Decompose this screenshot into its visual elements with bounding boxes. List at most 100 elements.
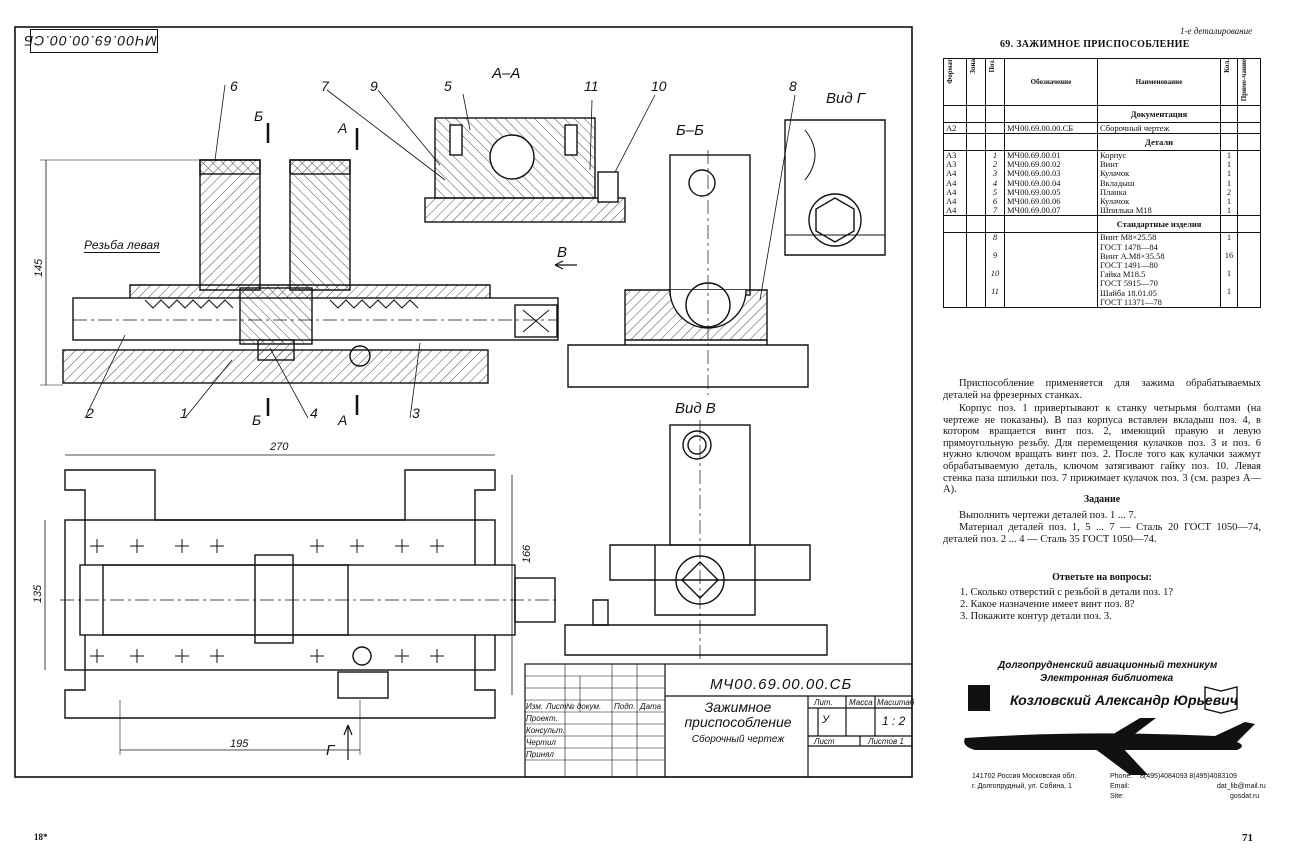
library-phone-label: Phone: (1110, 773, 1133, 780)
callout-6: 6 (230, 78, 238, 94)
view-label-g: Вид Г (826, 90, 865, 107)
section-label-a-a: А–А (492, 65, 521, 82)
arrow-label-v: В (557, 244, 568, 261)
tb-lit-value: У (822, 714, 830, 726)
spec-h-name: Наименование (1097, 58, 1221, 106)
table-row: А2 МЧ00.69.00.00.СБ Сборочный чертеж (943, 122, 1261, 134)
question-3: 3. Покажите контур детали поз. 3. (960, 611, 1112, 622)
library-address-2: г. Долгопрудный, ул. Собина, 1 (972, 783, 1072, 790)
note-thread-left: Резьба левая (84, 238, 160, 253)
cut-mark-a-bottom: А (338, 412, 348, 428)
tb-scale-value: 1 : 2 (882, 714, 906, 728)
tb-col-scale: Масштаб (877, 698, 915, 707)
section-b-b (567, 150, 809, 395)
description-p2: Корпус поз. 1 привертывают к станку четы… (943, 403, 1261, 496)
callout-9: 9 (370, 78, 378, 94)
tb-label-list: Лист (546, 702, 567, 711)
callout-1: 1 (180, 405, 188, 421)
tb-label-date: Дата (640, 702, 662, 711)
tb-sheet: Лист (814, 737, 835, 746)
section-label-b-b: Б–Б (676, 122, 704, 139)
dimension-270: 270 (270, 441, 289, 453)
tb-label-sign: Подп. (614, 702, 636, 711)
spec-h-qty: Кол. (1223, 59, 1231, 73)
title-block-name: Зажимное приспособление (684, 699, 792, 730)
view-v (564, 420, 828, 660)
title-block-subtitle: Сборочный чертеж (691, 734, 785, 745)
task-line-1: Выполнить чертежи деталей поз. 1 ... 7. (959, 510, 1137, 521)
cut-mark-a-top: А (338, 120, 348, 136)
question-1: 1. Сколько отверстий с резьбой в детали … (960, 587, 1174, 598)
tb-role-drew: Чертил (526, 738, 556, 747)
questions-title: Ответьте на вопросы: (1052, 572, 1152, 583)
question-2: 2. Какое назначение имеет винт поз. 8? (960, 599, 1135, 610)
doc-name: Сборочный чертеж (1097, 122, 1221, 134)
title-block-lines (524, 663, 913, 778)
library-site-label: Site: (1110, 793, 1125, 800)
callout-11: 11 (584, 78, 599, 94)
doc-format: А2 (943, 122, 967, 134)
library-email: dat_lib@mail.ru (1217, 783, 1266, 790)
task-title: Задание (1083, 494, 1121, 505)
callout-7: 7 (321, 78, 329, 94)
tb-role-project: Проект. (526, 714, 558, 723)
callout-8: 8 (789, 78, 797, 94)
table-row: Детали (943, 133, 1261, 151)
page-title: 69. ЗАЖИМНОЕ ПРИСПОСОБЛЕНИЕ (1000, 39, 1190, 50)
callout-5: 5 (444, 78, 452, 94)
spec-header-row: Формат Зона Поз. Обозначение Наименовани… (943, 58, 1261, 106)
view-g (784, 119, 886, 256)
dimension-166: 166 (521, 544, 534, 564)
spec-section-docs: Документация (1097, 105, 1221, 123)
task-line-2: Материал деталей поз. 1, 5 ... 7 — Сталь… (943, 522, 1261, 545)
section-a-a (424, 117, 626, 223)
tb-sheets: Листов 1 (868, 737, 904, 746)
callout-10: 10 (651, 78, 667, 94)
doc-code: МЧ00.69.00.00.СБ (1004, 122, 1098, 134)
front-section-view (40, 84, 796, 419)
library-site: gosdat.ru (1230, 793, 1260, 800)
callout-3: 3 (412, 405, 420, 421)
library-email-label: Email: (1110, 783, 1130, 790)
plan-view (44, 454, 560, 760)
page-header-right: 1-е деталирование (1180, 26, 1253, 36)
library-badge-left-icon (968, 685, 990, 711)
specification-table: Формат Зона Поз. Обозначение Наименовани… (943, 58, 1261, 309)
tb-role-accepted: Принял (526, 750, 554, 759)
table-row: Стандартные изделия (943, 215, 1261, 234)
spec-h-code: Обозначение (1004, 58, 1098, 106)
description-p1: Приспособление применяется для зажима об… (943, 378, 1261, 401)
tb-role-consult: Консульт. (526, 726, 565, 735)
spec-h-note: Приме-чание (1240, 59, 1248, 102)
dimension-195: 195 (230, 738, 249, 750)
drawing-code-stamp: МЧ00.69.00.00.СБ (23, 29, 158, 53)
spec-section-parts: Детали (1097, 133, 1221, 151)
spec-section-std: Стандартные изделия (1097, 215, 1221, 234)
library-book-icon (1204, 686, 1238, 714)
tb-col-lit: Лит. (814, 698, 833, 707)
library-owner-name: Козловский Александр Юрьевич (1010, 692, 1238, 708)
library-address-1: 141702 Россия Московская обл. (972, 773, 1077, 780)
page-number-right: 71 (1242, 832, 1253, 844)
arrow-label-g: Г (326, 742, 335, 759)
library-line-1: Долгопрудненский авиационный техникум (998, 660, 1218, 671)
library-line-2: Электронная библиотека (1040, 673, 1174, 684)
callout-4: 4 (310, 405, 318, 421)
tb-label-doc: № докум. (566, 702, 602, 711)
tb-col-mass: Масса (849, 698, 873, 707)
tb-label-izm: Изм. (526, 702, 544, 711)
spec-h-pos: Поз. (988, 59, 996, 73)
dimension-145: 145 (33, 258, 46, 278)
library-phone: 8(495)4084093 8(495)4083109 (1140, 773, 1237, 780)
spec-h-zone: Зона (969, 59, 977, 74)
callout-2: 2 (86, 405, 94, 421)
dimension-135: 135 (32, 584, 45, 604)
page-number-left: 18* (34, 832, 48, 842)
title-block-code: МЧ00.69.00.00.СБ (710, 676, 853, 693)
cut-mark-b-bottom: Б (252, 412, 262, 428)
cut-mark-b-top: Б (254, 108, 264, 124)
table-row: Документация (943, 105, 1261, 123)
